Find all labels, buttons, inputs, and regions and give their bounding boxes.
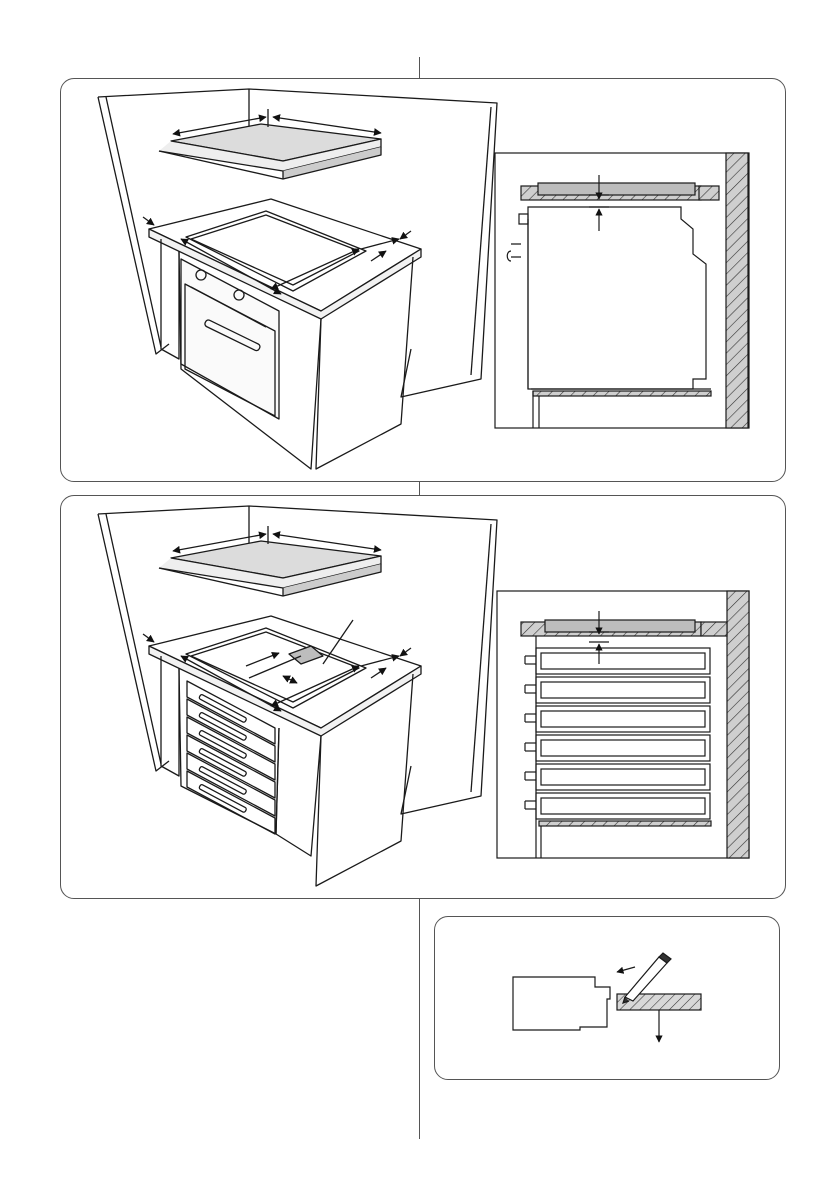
mark-direction-arrow (617, 967, 635, 972)
oven-installation-diagram (61, 79, 787, 483)
center-divider-mid (419, 482, 420, 495)
center-divider-top (419, 57, 420, 78)
seal-application-diagram (435, 917, 781, 1081)
hob-profile-shape (513, 977, 610, 1030)
drawer-installation-panel (60, 495, 786, 899)
center-divider-bottom (419, 899, 420, 1139)
left-wall-edge (98, 97, 169, 354)
seal-application-panel (434, 916, 780, 1080)
drawer-installation-diagram (61, 496, 787, 900)
oven-installation-panel (60, 78, 786, 482)
